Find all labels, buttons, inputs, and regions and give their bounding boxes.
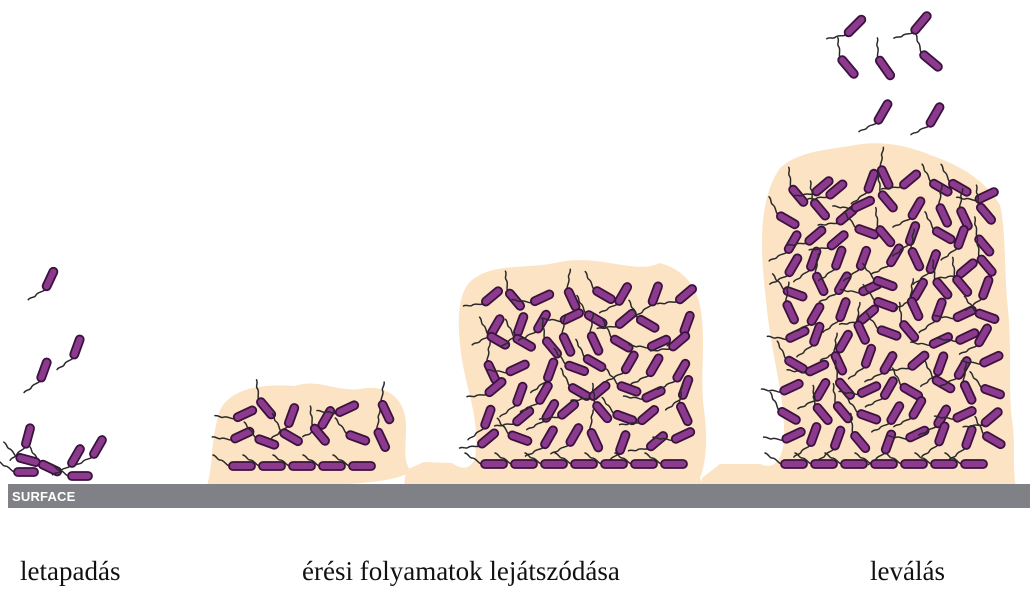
stage-label-detachment: leválás bbox=[870, 558, 945, 585]
bacterium-icon bbox=[0, 442, 42, 467]
stage-label-maturation: érési folyamatok lejátszódása bbox=[302, 558, 620, 585]
bacterium-icon bbox=[57, 332, 85, 375]
bacterium-icon bbox=[859, 95, 893, 139]
bacterium-icon bbox=[911, 98, 945, 142]
bacterium-icon bbox=[28, 263, 58, 306]
bacterium-icon bbox=[865, 38, 901, 81]
bacterium-icon bbox=[906, 34, 948, 72]
bacterium-icon bbox=[826, 38, 864, 80]
stage-label-attachment: letapadás bbox=[20, 558, 120, 585]
bacterium-icon bbox=[24, 355, 52, 398]
bacterium-icon bbox=[894, 6, 932, 48]
bacterium-icon bbox=[827, 9, 867, 49]
surface-bar bbox=[8, 484, 1030, 508]
surface-label: SURFACE bbox=[12, 489, 76, 504]
